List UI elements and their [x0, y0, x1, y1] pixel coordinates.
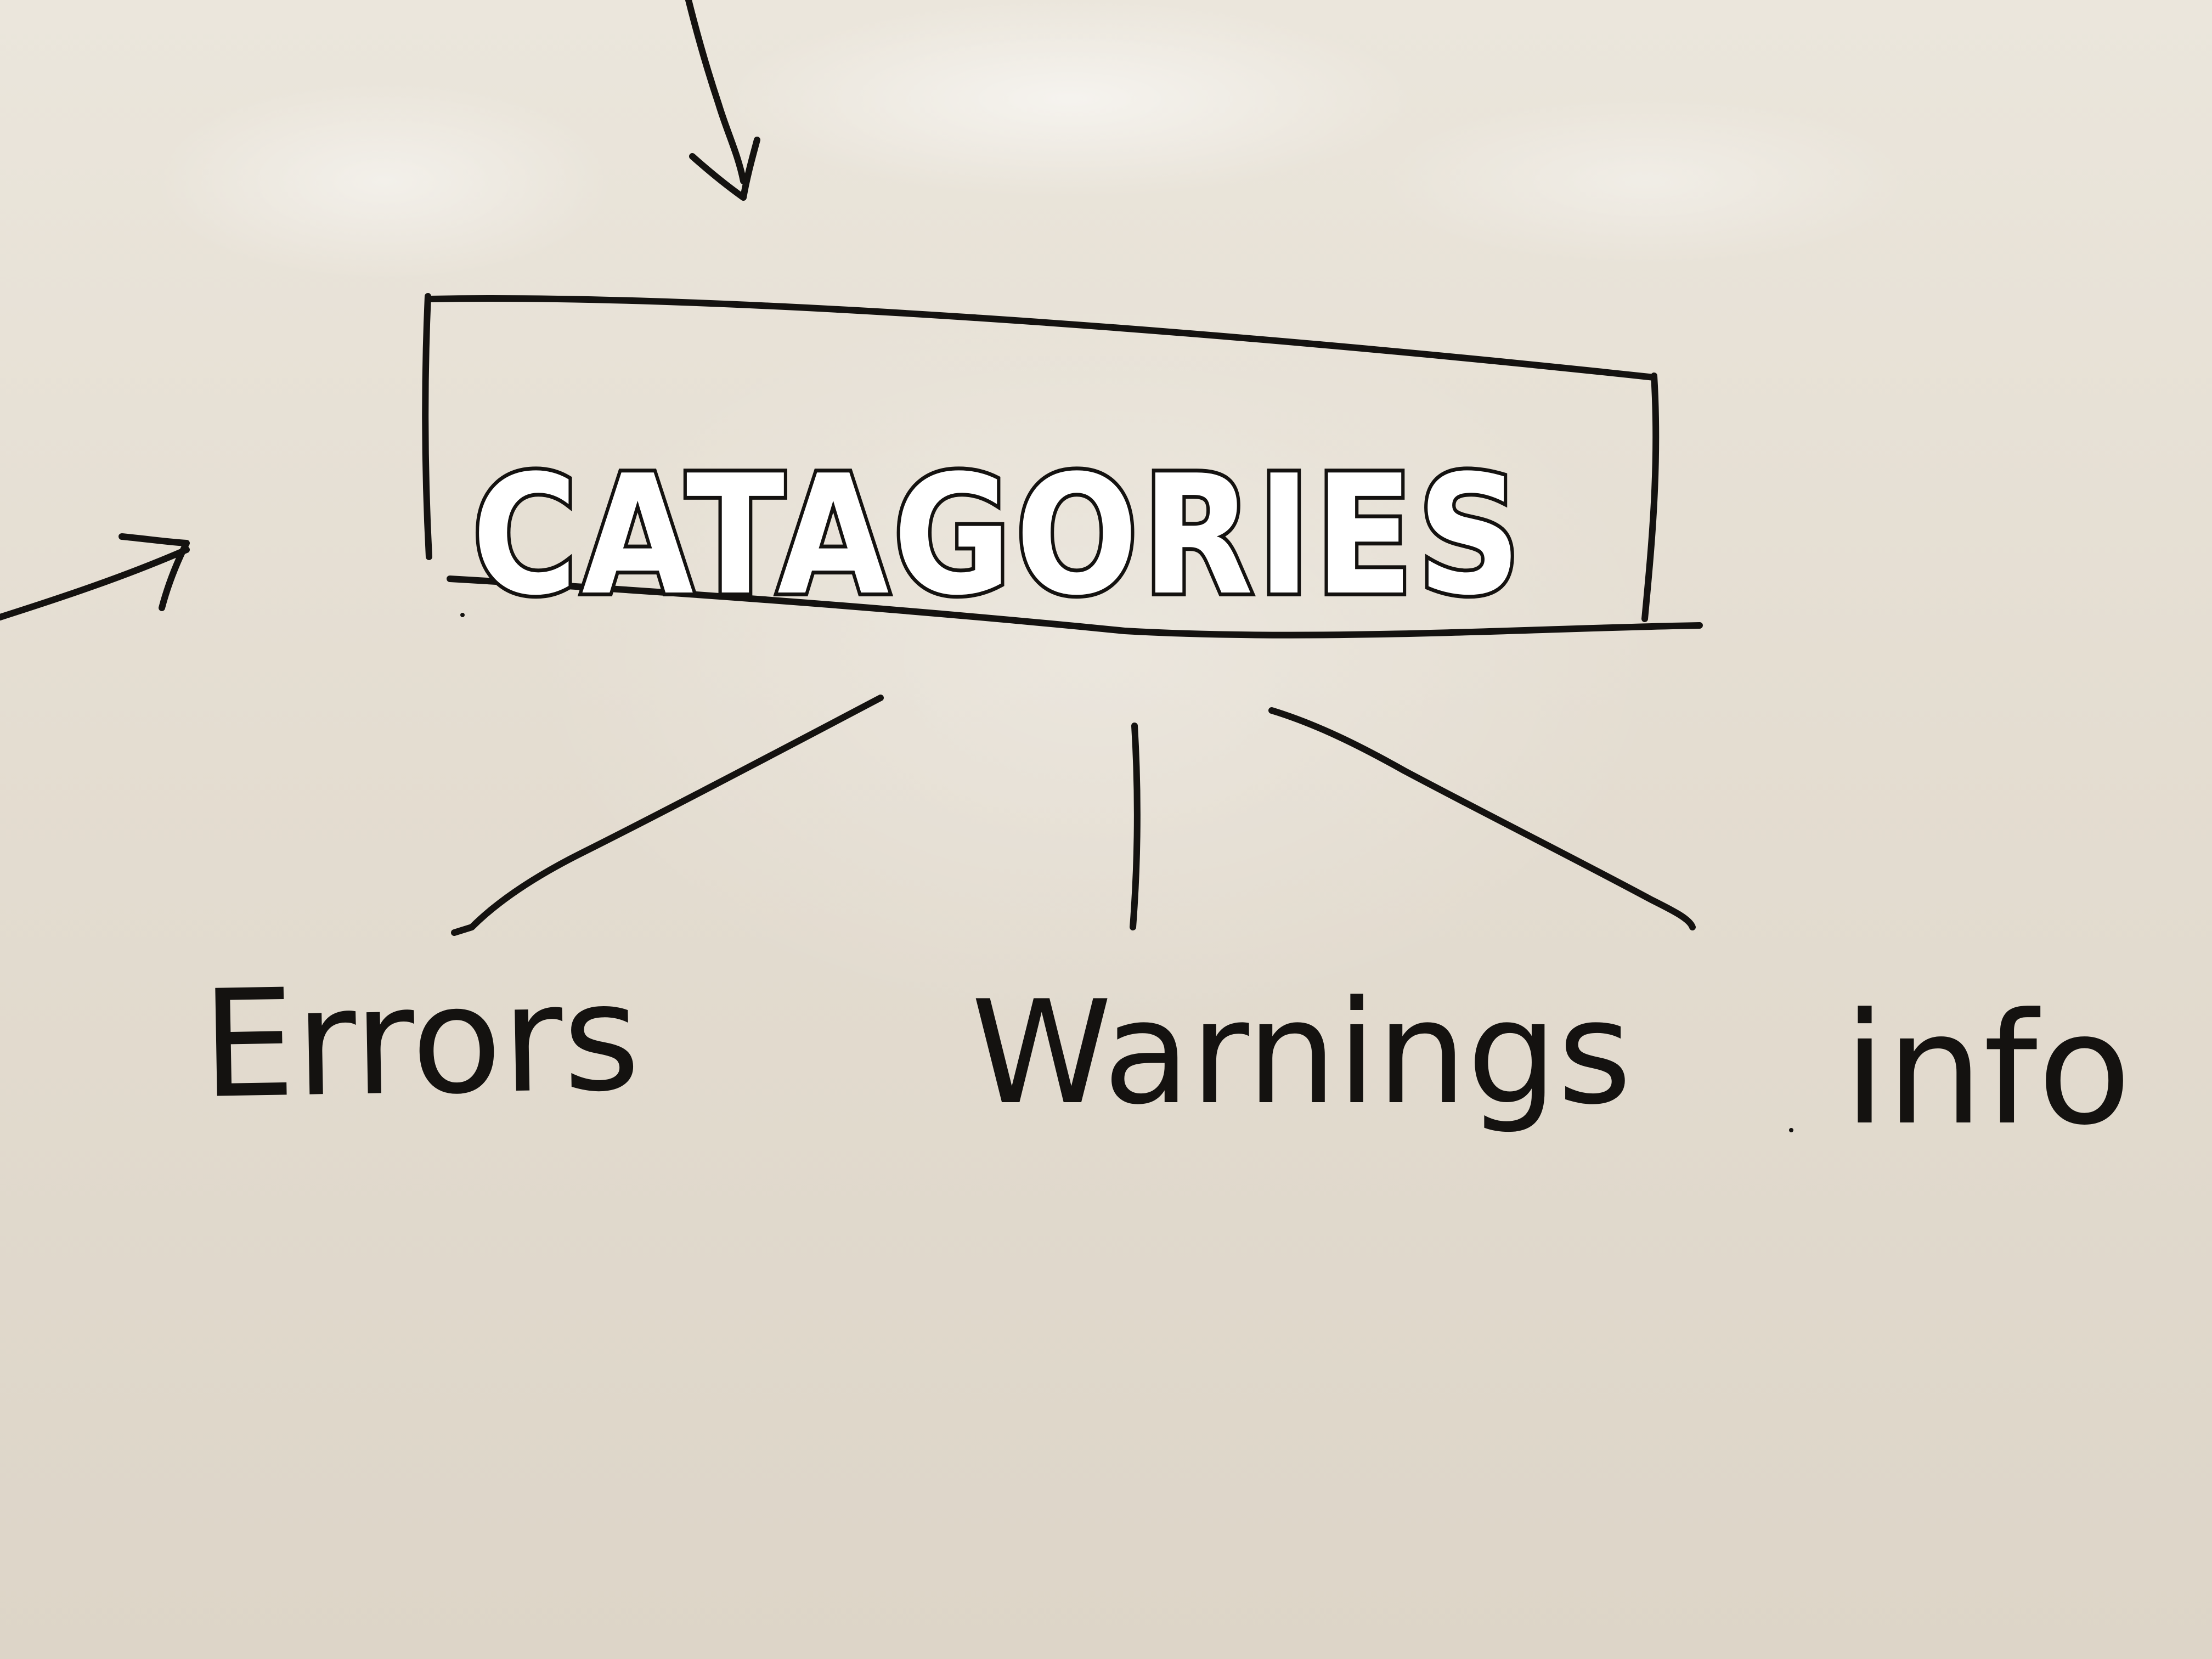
marker-speck: [460, 613, 465, 617]
marker-speck: [1789, 1128, 1793, 1132]
connector-lines: [451, 695, 1696, 936]
arrow-in-left: [0, 533, 190, 620]
connector-errors: [451, 695, 884, 936]
title-box: [422, 293, 1703, 639]
connector-warnings: [1130, 723, 1141, 930]
title-heading: CATAGORIES: [472, 440, 1525, 631]
connector-info: [1268, 707, 1696, 930]
category-info: info: [1843, 980, 2132, 1159]
category-warnings: Warnings: [971, 970, 1632, 1136]
category-errors: Errors: [200, 951, 642, 1131]
arrow-in-top: [685, 0, 760, 201]
